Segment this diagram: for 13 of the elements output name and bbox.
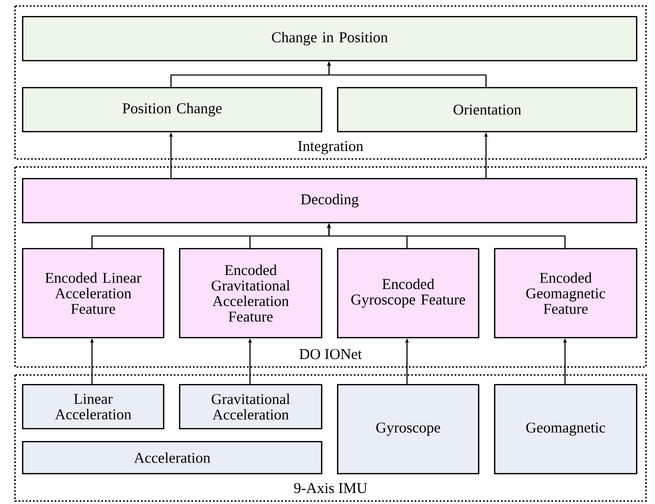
process-box: Gravitational Acceleration xyxy=(179,384,322,430)
process-box: Position Change xyxy=(22,87,322,132)
process-box: Encoded Gyroscope Feature xyxy=(337,248,480,338)
process-box: Encoded Geomagnetic Feature xyxy=(494,248,638,338)
process-box: Geomagnetic xyxy=(494,384,638,474)
process-box: Gyroscope xyxy=(337,384,480,474)
process-box: Encoded Linear Acceleration Feature xyxy=(22,248,164,338)
process-box: Change in Position xyxy=(22,16,638,62)
process-box: Acceleration xyxy=(22,441,322,474)
process-box: Decoding xyxy=(22,178,638,224)
process-box: Linear Acceleration xyxy=(22,384,164,430)
process-box: Encoded Gravitational Acceleration Feature xyxy=(179,248,322,338)
process-box: Orientation xyxy=(337,87,638,132)
